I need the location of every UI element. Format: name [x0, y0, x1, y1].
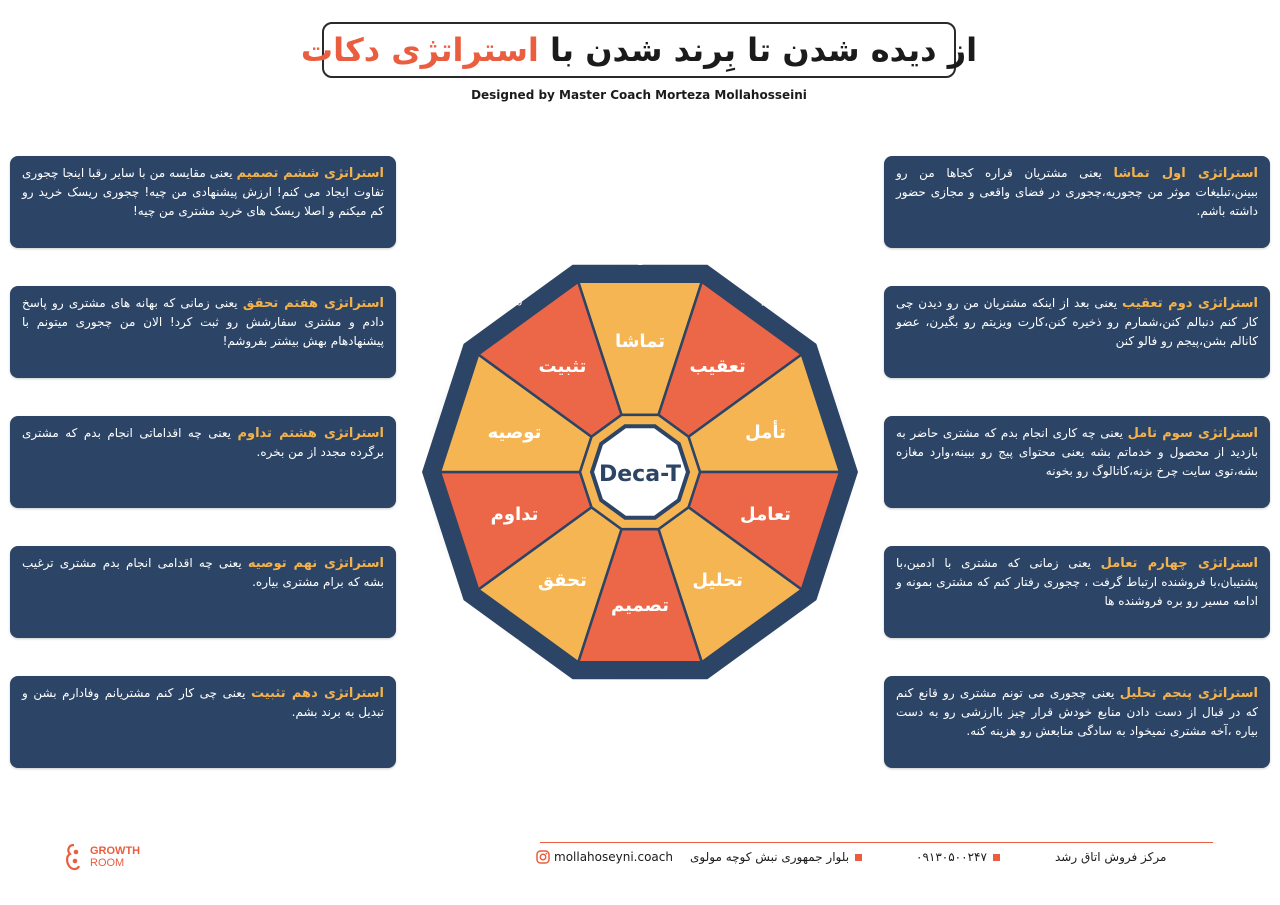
wheel-number-3: 3	[838, 403, 844, 414]
strategy-text-2: یعنی بعد از اینکه مشتریان من رو دیدن چی …	[896, 296, 1258, 348]
wheel-number-8: 8	[436, 533, 442, 544]
footer-phone: ۰۹۱۳۰۵۰۰۲۴۷	[916, 850, 1006, 864]
footer-divider	[540, 842, 1213, 843]
logo-line1: GROWTH	[90, 845, 141, 857]
strategy-name-8: استراتژی هشتم تداوم	[237, 426, 384, 441]
wheel-label-8: تداوم	[491, 504, 539, 525]
title-part1: از دیده شدن تا بِرند شدن با	[550, 31, 978, 69]
strategy-name-1: استراتژی اول تماشا	[1113, 166, 1258, 181]
strategy-text-10: یعنی چی کار کنم مشتریانم وفادارم بشن و ت…	[22, 686, 384, 719]
instagram-handle[interactable]: mollahoseyni.coach	[554, 850, 673, 864]
strategy-card-10: استراتژی دهم تثبیت یعنی چی کار کنم مشتری…	[10, 676, 396, 768]
center-hub	[589, 424, 691, 520]
strategy-card-4: استراتژی چهارم تعامل یعنی زمانی که مشتری…	[884, 546, 1270, 638]
strategy-card-5: استراتژی پنجم تحلیل یعنی چجوری می تونم م…	[884, 676, 1270, 768]
center-label: Deca-T	[599, 462, 681, 487]
wheel-number-4: 4	[838, 533, 844, 544]
wheel-label-6: تصمیم	[611, 595, 669, 616]
strategy-name-9: استراتژی نهم توصیه	[247, 556, 384, 571]
subtitle: Designed by Master Coach Morteza Mollaho…	[471, 88, 807, 102]
strategy-name-7: استراتژی هفتم تحقق	[242, 296, 384, 311]
strategy-text-7: یعنی زمانی که بهانه های مشتری رو پاسخ دا…	[22, 296, 384, 348]
title-box: از دیده شدن تا بِرند شدن با استراتژی دکا…	[301, 22, 977, 78]
wheel-label-9: توصیه	[488, 422, 542, 443]
strategy-text-6: یعنی مقایسه من با سایر رقبا اینجا چجوری …	[22, 166, 384, 218]
wheel-label-1: تماشا	[615, 331, 665, 352]
strategy-card-6: استراتژی ششم تصمیم یعنی مقایسه من با سای…	[10, 156, 396, 248]
instagram-icon	[536, 850, 550, 864]
wheel-label-5: تحلیل	[692, 570, 743, 591]
strategy-text-5: یعنی چجوری می تونم مشتری رو قانع کنم که …	[896, 686, 1258, 738]
wheel-label-10: تثبیت	[538, 356, 586, 377]
wheel-number-2: 2	[761, 297, 767, 308]
strategy-card-2: استراتژی دوم تعقیب یعنی بعد از اینکه مشت…	[884, 286, 1270, 378]
strategy-text-8: یعنی چه اقداماتی انجام بدم که مشتری برگر…	[22, 426, 384, 459]
strategy-text-1: یعنی مشتریان قراره کجاها من رو ببینن،تبل…	[896, 166, 1258, 218]
growth-room-logo: GROWTH ROOM	[64, 842, 140, 872]
strategy-card-7: استراتژی هفتم تحقق یعنی زمانی که بهانه ه…	[10, 286, 396, 378]
strategy-text-9: یعنی چه اقدامی انجام بدم مشتری ترغیب بشه…	[22, 556, 384, 589]
phone-text: ۰۹۱۳۰۵۰۰۲۴۷	[916, 850, 987, 864]
footer-address: بلوار جمهوری نبش کوچه مولوی	[690, 850, 868, 864]
address-text: بلوار جمهوری نبش کوچه مولوی	[690, 850, 850, 864]
wheel-number-9: 9	[436, 403, 442, 414]
strategy-text-4: یعنی زمانی که مشتری با ادمین،با پشتیبان،…	[896, 556, 1258, 608]
growth-room-logo-icon	[66, 843, 81, 871]
center-name-text: مرکز فروش اتاق رشد	[1055, 850, 1167, 864]
strategy-name-2: استراتژی دوم تعقیب	[1121, 296, 1258, 311]
strategy-text-3: یعنی چه کاری انجام بدم که مشتری حاضر به …	[896, 426, 1258, 478]
bullet-icon	[992, 853, 1000, 861]
wheel-number-6: 6	[637, 679, 643, 690]
title-part2: استراتژی دکات	[300, 31, 539, 69]
logo-line2: ROOM	[90, 857, 125, 869]
wheel-label-7: تحقق	[538, 570, 587, 591]
footer-instagram[interactable]: mollahoseyni.coach	[536, 850, 673, 864]
wheel-number-5: 5	[761, 639, 767, 650]
wheel-label-3: تأمل	[745, 420, 786, 443]
strategy-name-3: استراتژی سوم تامل	[1127, 426, 1258, 441]
strategy-card-8: استراتژی هشتم تداوم یعنی چه اقداماتی انج…	[10, 416, 396, 508]
wheel-label-4: تعامل	[740, 504, 791, 525]
deca-t-wheel: Deca-T تماشا تعقیب تأمل تعامل تحلیل تصمیم تحقق…	[422, 257, 858, 690]
strategy-name-10: استراتژی دهم تثبیت	[251, 686, 384, 701]
strategy-card-1: استراتژی اول تماشا یعنی مشتریان قراره کج…	[884, 156, 1270, 248]
wheel-number-1: 1	[637, 257, 643, 268]
footer-center-name: مرکز فروش اتاق رشد	[1055, 850, 1166, 864]
strategy-card-9: استراتژی نهم توصیه یعنی چه اقدامی انجام …	[10, 546, 396, 638]
strategy-name-6: استراتژی ششم تصمیم	[236, 166, 385, 181]
strategy-name-4: استراتژی چهارم تعامل	[1100, 556, 1258, 571]
wheel-number-7: 7	[513, 639, 519, 650]
wheel-number-10: 10	[510, 297, 523, 308]
wheel-label-2: تعقیب	[689, 356, 745, 377]
bullet-icon	[855, 853, 863, 861]
strategy-card-3: استراتژی سوم تامل یعنی چه کاری انجام بدم…	[884, 416, 1270, 508]
strategy-name-5: استراتژی پنجم تحلیل	[1119, 686, 1258, 701]
